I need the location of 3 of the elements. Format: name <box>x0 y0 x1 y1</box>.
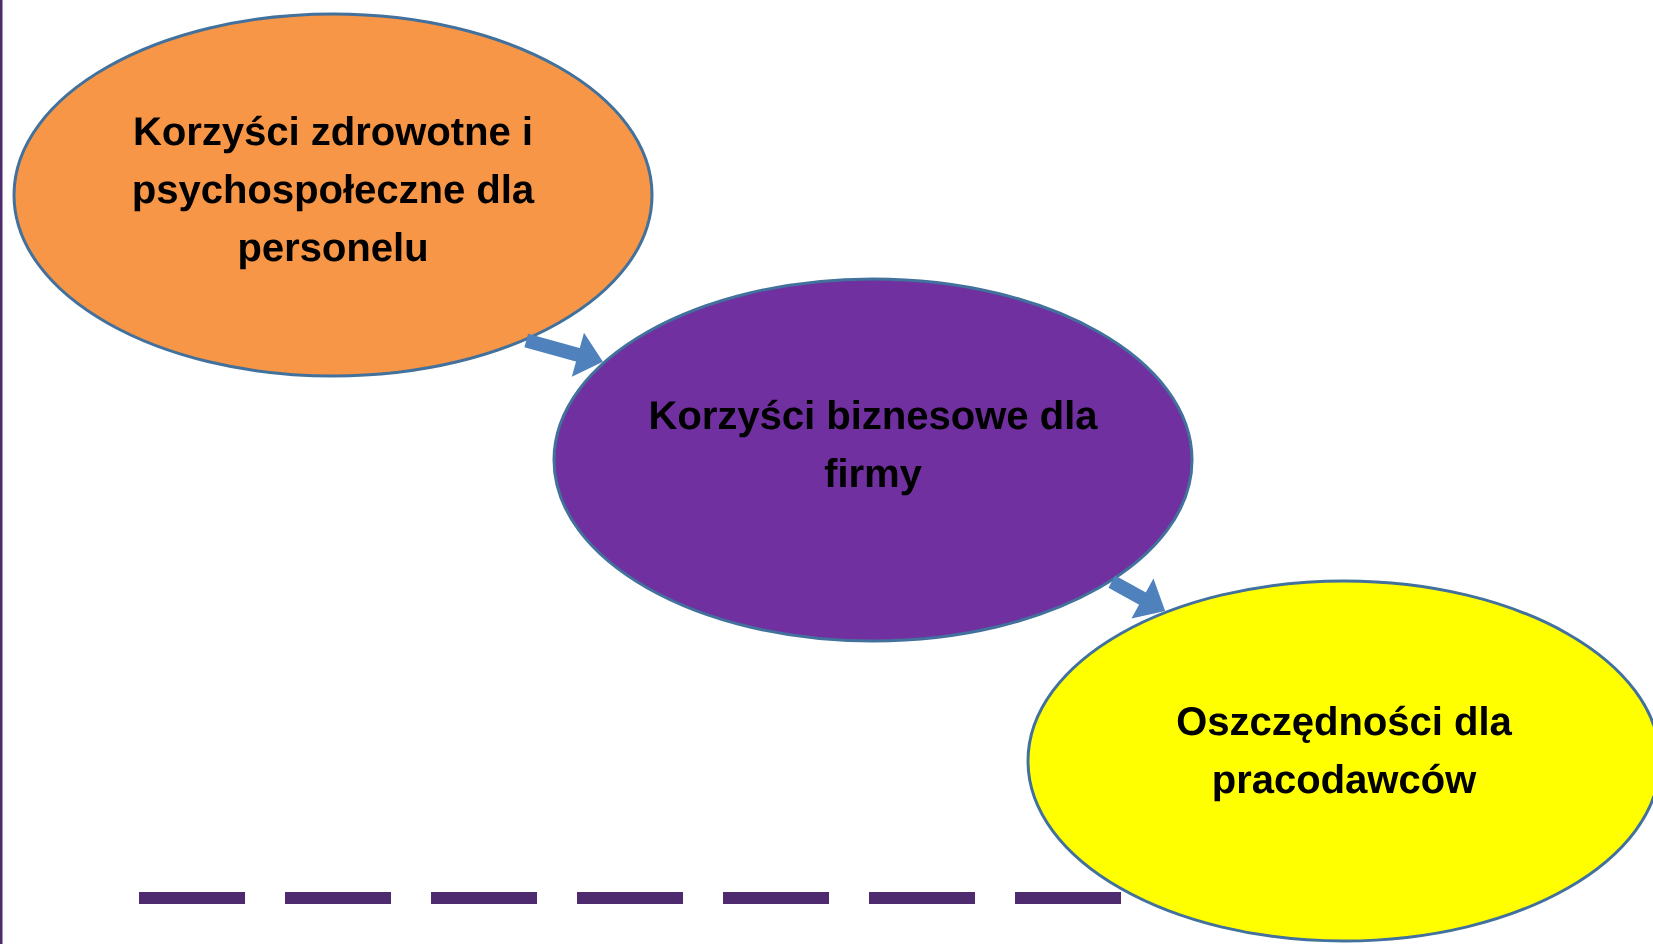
ellipse-node: Oszczędności dla pracodawców <box>1026 579 1653 943</box>
ellipse-node: Korzyści biznesowe dla firmy <box>552 277 1194 643</box>
ellipse-node: Korzyści zdrowotne i psychospołeczne dla personelu <box>12 12 654 378</box>
